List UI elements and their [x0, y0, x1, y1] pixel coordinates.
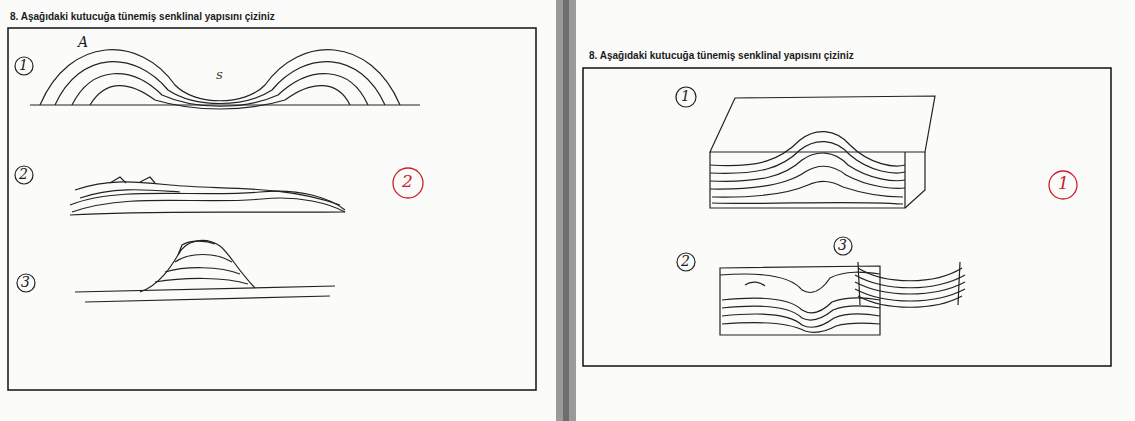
sketch-number: 2	[19, 166, 28, 182]
sketch-number: 3	[21, 274, 30, 290]
syncline-mark: S	[216, 70, 223, 81]
grade-mark: 1	[1058, 173, 1069, 193]
sketch-number: 1	[681, 88, 690, 104]
question-heading: 8. Aşağıdaki kutucuğa tünemiş senklinal …	[589, 50, 854, 61]
anticline-mark: A	[78, 34, 88, 50]
sketch-number: 1	[19, 57, 28, 73]
sketch-number: 3	[838, 237, 847, 253]
grade-mark: 2	[402, 171, 413, 191]
question-heading: 8. Aşağıdaki kutucuğa tünemiş senklinal …	[10, 11, 275, 22]
sketch-number: 2	[681, 253, 690, 269]
